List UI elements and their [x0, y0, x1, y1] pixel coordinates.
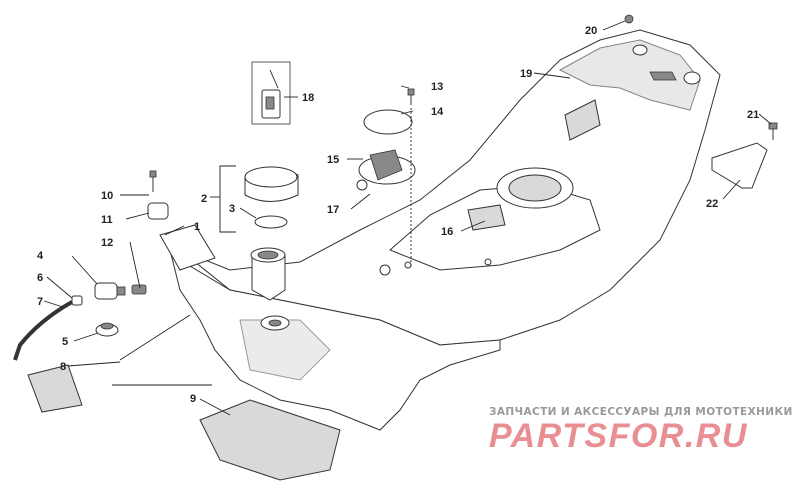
grommet-5: [95, 322, 119, 337]
fuel-tank-body: [159, 29, 721, 431]
underplate-9: [199, 399, 341, 481]
bolt-21: [768, 122, 778, 140]
vent-hose-7: [13, 300, 73, 361]
callout-21: 21: [747, 109, 759, 121]
watermark-brand: PARTSFOR.RU: [489, 417, 748, 455]
nut-20: [624, 14, 634, 24]
callout-22: 22: [706, 198, 718, 210]
leader-lines: [43, 20, 772, 416]
callout-15: 15: [327, 154, 339, 166]
callout-labels: 1 2 3 4 5 6 7 8 9 10 11 12 13 14 15 16 1…: [37, 25, 759, 405]
callout-14: 14: [431, 106, 444, 118]
callout-20: 20: [585, 25, 597, 37]
callout-3: 3: [229, 203, 235, 215]
callout-1: 1: [194, 221, 200, 233]
valve-4: [94, 282, 126, 300]
callout-13: 13: [431, 81, 443, 93]
callout-17: 17: [327, 204, 339, 216]
callout-10: 10: [101, 190, 113, 202]
fuel-pump-15: [356, 149, 416, 191]
elbow-6: [71, 295, 83, 306]
pad-8: [27, 364, 83, 413]
callout-12: 12: [101, 237, 113, 249]
callout-16: 16: [441, 226, 453, 238]
screw-10: [149, 170, 157, 192]
watermark-tagline: ЗАПЧАСТИ И АКСЕССУАРЫ ДЛЯ МОТОТЕХНИКИ: [489, 406, 793, 418]
callout-7: 7: [37, 296, 43, 308]
callout-11: 11: [101, 214, 113, 226]
callout-8: 8: [60, 361, 66, 373]
callout-5: 5: [62, 336, 68, 348]
callout-9: 9: [190, 393, 196, 405]
callout-19: 19: [520, 68, 532, 80]
fitting-12: [131, 284, 147, 295]
callout-6: 6: [37, 272, 43, 284]
clamp-11: [147, 202, 169, 220]
callout-4: 4: [37, 250, 44, 262]
watermark: ЗАПЧАСТИ И АКСЕССУАРЫ ДЛЯ МОТОТЕХНИКИ PA…: [489, 406, 793, 455]
bolt-13: [407, 88, 415, 105]
callout-2: 2: [201, 193, 207, 205]
lock-ring-14: [363, 109, 413, 135]
sender-18: [261, 69, 281, 119]
cap-gasket: [254, 215, 288, 229]
callout-18: 18: [302, 92, 314, 104]
fuel-cap: [244, 166, 299, 202]
sender-frame-18: [251, 61, 291, 125]
bracket-22: [711, 142, 768, 189]
